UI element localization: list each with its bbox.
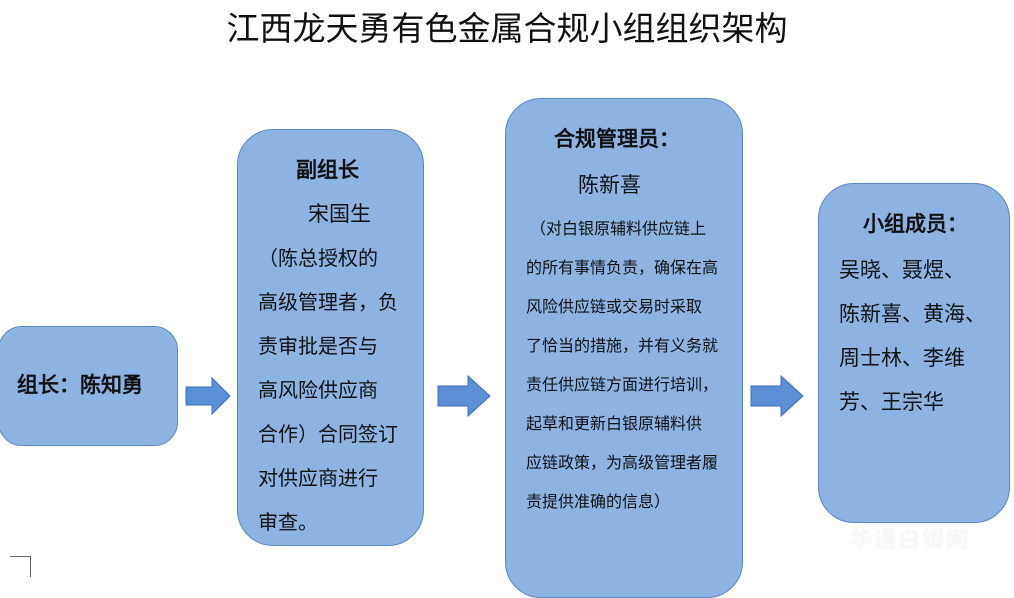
leader-box: 组长：陈知勇 [0,326,178,446]
deputy-text-line: （陈总授权的 [258,246,378,270]
members-text-line: 周士林、李维 [839,346,965,370]
deputy-text-line: 合作）合同签订 [258,422,398,446]
officer-name: 陈新喜 [578,173,641,197]
corner-mark [10,556,31,577]
members-text-line: 陈新喜、黄海、 [839,302,986,326]
watermark-logo: 华通白银网 [850,528,971,553]
deputy-text-line: 高级管理者，负 [258,290,398,314]
officer-heading: 合规管理员： [554,126,680,151]
officer-text-line: 起草和更新白银原辅料供 [526,414,703,433]
arrow-right-icon [437,374,491,418]
deputy-name: 宋国生 [308,202,371,226]
deputy-box: 副组长 宋国生 （陈总授权的 高级管理者，负 责审批是否与 高风险供应商 合作）… [237,129,424,546]
members-text-line: 芳、王宗华 [839,390,944,414]
members-box: 小组成员： 吴晓、聂煜、 陈新喜、黄海、 周士林、李维 芳、王宗华 [818,183,1010,523]
officer-text-line: 应链政策，为高级管理者履 [526,453,719,472]
officer-text-line: 责提供准确的信息） [526,492,671,511]
leader-label: 组长：陈知勇 [17,372,143,397]
officer-text-line: 了恰当的措施，并有义务就 [526,336,719,355]
members-heading: 小组成员： [863,211,968,236]
deputy-text-line: 责审批是否与 [258,334,378,358]
officer-text-line: 的所有事情负责，确保在高 [526,258,719,277]
officer-text-line: （对白银原辅料供应链上 [530,219,707,238]
arrow-right-icon [185,376,231,416]
officer-text-line: 风险供应链或交易时采取 [526,297,703,316]
deputy-text-line: 高风险供应商 [258,378,378,402]
arrow-right-icon [750,374,804,418]
officer-box: 合规管理员： 陈新喜 （对白银原辅料供应链上 的所有事情负责，确保在高 风险供应… [505,98,743,598]
deputy-heading: 副组长 [296,157,359,182]
page-title: 江西龙天勇有色金属合规小组组织架构 [226,9,788,48]
deputy-text-line: 对供应商进行 [258,466,378,490]
deputy-text-line: 审查。 [258,510,318,534]
officer-text-line: 责任供应链方面进行培训， [526,375,719,394]
members-text-line: 吴晓、聂煜、 [839,258,965,282]
